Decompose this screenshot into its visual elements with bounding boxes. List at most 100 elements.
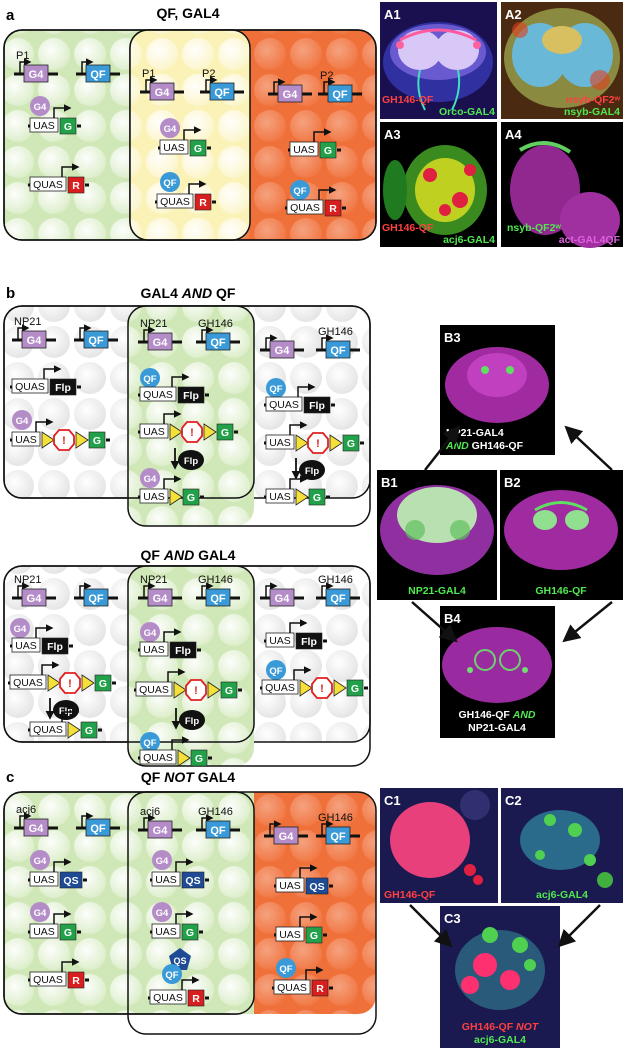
promoter-label: acj6 — [16, 804, 36, 816]
quas-box-label: QUAS — [139, 684, 169, 696]
qf-box — [85, 64, 111, 83]
quas-box-label: QUAS — [143, 752, 173, 764]
gal4-box-label: G4 — [29, 823, 45, 835]
qf-box-label: QF — [90, 69, 106, 81]
micro-b3-line2: AND GH146-QF — [445, 440, 524, 452]
micro-b4-line2: NP21-GAL4 — [468, 722, 526, 734]
frt-site — [173, 681, 187, 699]
promoter-label: P1 — [16, 50, 29, 62]
gal4-box-label: G4 — [27, 335, 43, 347]
b-arrows — [411, 425, 613, 643]
r-box-label: R — [316, 983, 324, 995]
qs-box — [305, 877, 329, 895]
promoter-label: NP21 — [140, 574, 168, 586]
quas-box-label: QUAS — [290, 202, 320, 214]
stop-cassette — [307, 432, 329, 454]
gal4-protein-label: G4 — [34, 102, 47, 113]
qf-box-label: QF — [88, 335, 104, 347]
promoter-label: acj6 — [140, 806, 160, 818]
flp-box-label: Flp — [55, 382, 71, 394]
promoter-label: GH146 — [318, 574, 353, 586]
g-box — [181, 923, 199, 941]
frt-site — [47, 674, 61, 692]
g-box-label: G — [313, 492, 321, 504]
micro-b1: B1 NP21-GAL4 — [377, 470, 497, 600]
micro-a3: A3 GH146-QF acj6-GAL4 — [380, 122, 497, 247]
qf-protein: QF — [266, 378, 286, 398]
flp-box — [49, 378, 77, 396]
quas-reporter: QUAS!G — [8, 661, 116, 694]
gal4-box-label: G4 — [27, 593, 43, 605]
gal4-transgene: G4 acj6 — [14, 804, 58, 837]
quas-box-label: QUAS — [277, 982, 307, 994]
qs-protein-label: QS — [173, 956, 186, 966]
flp-box — [169, 641, 197, 659]
qf-box-label: QF — [88, 593, 104, 605]
qs-box — [181, 871, 205, 889]
qf-protein: QF — [140, 732, 160, 752]
c-arrows — [409, 904, 601, 948]
gal4-protein-label: G4 — [164, 124, 177, 135]
uas-reporter: UAS!G — [264, 421, 364, 454]
g-box-label: G — [195, 753, 203, 765]
micro-b1-id: B1 — [381, 475, 398, 490]
g-box-label: G — [93, 435, 101, 447]
flp-box-label: Flp — [175, 645, 191, 657]
g-box — [94, 674, 112, 692]
g-box-label: G — [324, 145, 332, 157]
quas-box-label: QUAS — [33, 724, 63, 736]
flp-box-label: Flp — [183, 390, 199, 402]
frt-site — [295, 434, 309, 452]
uas-box-label: UAS — [155, 874, 177, 886]
gal4-box — [273, 826, 299, 845]
gal4-protein-label: G4 — [144, 474, 157, 485]
micro-b3: B3 NP21-GAL4 AND GH146-QF — [440, 325, 555, 455]
micro-a4-label-1: nsyb-QF2ʷ — [507, 222, 561, 234]
g-box-label: G — [64, 121, 72, 133]
gal4-protein: G4 — [152, 850, 172, 870]
flp-box — [295, 632, 323, 650]
flp-protein: Flp — [53, 700, 79, 720]
qf-protein: QF — [140, 368, 160, 388]
quas-box-label: QUAS — [160, 196, 190, 208]
qf-box — [209, 82, 235, 101]
qf-transgene: QF — [76, 58, 120, 83]
qf-transgene: QF — [76, 812, 120, 837]
panel-c-title: QF NOT GAL4 — [141, 769, 235, 785]
qf-box-label: QF — [214, 87, 230, 99]
gal4-box — [269, 340, 295, 359]
flp-box — [303, 396, 331, 414]
uas-box-label: UAS — [143, 426, 165, 438]
quas-box-label: QUAS — [143, 389, 173, 401]
gal4-protein: G4 — [140, 622, 160, 642]
qf-box — [83, 588, 109, 607]
micro-a4-label-2: act-GAL4QF — [559, 234, 621, 246]
g-box-label: G — [64, 927, 72, 939]
gal4-box — [147, 332, 173, 351]
micro-a4-id: A4 — [505, 127, 522, 142]
uas-box-label: UAS — [15, 640, 37, 652]
gal4-box-label: G4 — [29, 69, 45, 81]
qf-transgene: QF — [74, 324, 118, 349]
gal4-box-label: G4 — [153, 825, 169, 837]
micro-b3-line1: NP21-GAL4 — [446, 427, 504, 439]
g-box — [59, 117, 77, 135]
micro-a4: A4 nsyb-QF2ʷ act-GAL4QF — [501, 122, 623, 248]
micro-b4: B4 GH146-QF AND NP21-GAL4 — [440, 606, 555, 738]
qf-protein-label: QF — [279, 964, 292, 975]
panel-b-title-bottom: QF AND GAL4 — [141, 547, 236, 563]
gal4-protein-label: G4 — [156, 908, 169, 919]
micro-b2-id: B2 — [504, 475, 521, 490]
gal4-protein: G4 — [152, 902, 172, 922]
qf-protein-label: QF — [269, 666, 282, 677]
gal4-box-label: G4 — [279, 831, 295, 843]
flp-protein: Flp — [178, 450, 204, 470]
